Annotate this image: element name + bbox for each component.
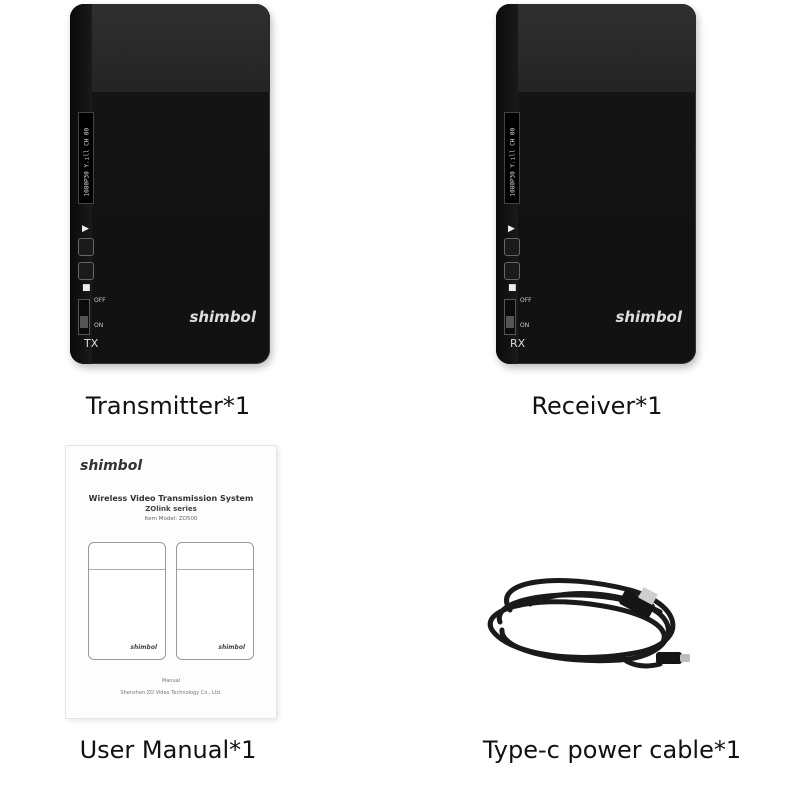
user-manual: shimbol Wireless Video Transmission Syst… bbox=[66, 446, 276, 718]
caption-type-c-cable: Type-c power cable*1 bbox=[482, 736, 742, 764]
caption-receiver: Receiver*1 bbox=[531, 392, 663, 420]
manual-brand-logo: shimbol bbox=[80, 458, 143, 474]
caption-transmitter: Transmitter*1 bbox=[85, 392, 251, 420]
receiver-button-up bbox=[504, 238, 520, 256]
play-icon: ▶ bbox=[82, 224, 89, 234]
usb-c-connector bbox=[656, 652, 682, 664]
transmitter-button-down bbox=[78, 262, 94, 280]
receiver-device: 1080P30 Y.ıll CH 00 ▶ ■ OFF ON RX shimbo… bbox=[496, 4, 696, 364]
manual-item-model: Item Model: ZO500 bbox=[144, 516, 198, 522]
receiver-brand-logo: shimbol bbox=[615, 308, 682, 326]
stop-icon: ■ bbox=[82, 283, 91, 293]
manual-title: Wireless Video Transmission System bbox=[88, 494, 254, 503]
play-icon: ▶ bbox=[508, 224, 515, 234]
receiver-power-switch bbox=[504, 299, 516, 335]
transmitter-device: 1080P30 Y.ıll CH 00 ▶ ■ OFF ON TX shimbo… bbox=[70, 4, 270, 364]
manual-series: ZOlink series bbox=[145, 505, 197, 513]
transmitter-model-label: TX bbox=[84, 337, 99, 350]
caption-user-manual: User Manual*1 bbox=[79, 736, 257, 764]
manual-illustration-receiver: shimbol bbox=[176, 542, 254, 660]
manual-footer: Manual bbox=[161, 678, 181, 684]
usb-a-connector bbox=[619, 590, 655, 618]
receiver-model-label: RX bbox=[510, 337, 526, 350]
transmitter-brand-logo: shimbol bbox=[189, 308, 256, 326]
transmitter-screen: 1080P30 Y.ıll CH 00 bbox=[78, 112, 94, 204]
transmitter-button-up bbox=[78, 238, 94, 256]
stop-icon: ■ bbox=[508, 283, 517, 293]
receiver-screen: 1080P30 Y.ıll CH 00 bbox=[504, 112, 520, 204]
manual-company: Shenzhen ZO Video Technology Co., Ltd. bbox=[120, 690, 222, 696]
transmitter-power-switch bbox=[78, 299, 90, 335]
receiver-button-down bbox=[504, 262, 520, 280]
manual-illustration-transmitter: shimbol bbox=[88, 542, 166, 660]
type-c-cable bbox=[487, 577, 690, 669]
